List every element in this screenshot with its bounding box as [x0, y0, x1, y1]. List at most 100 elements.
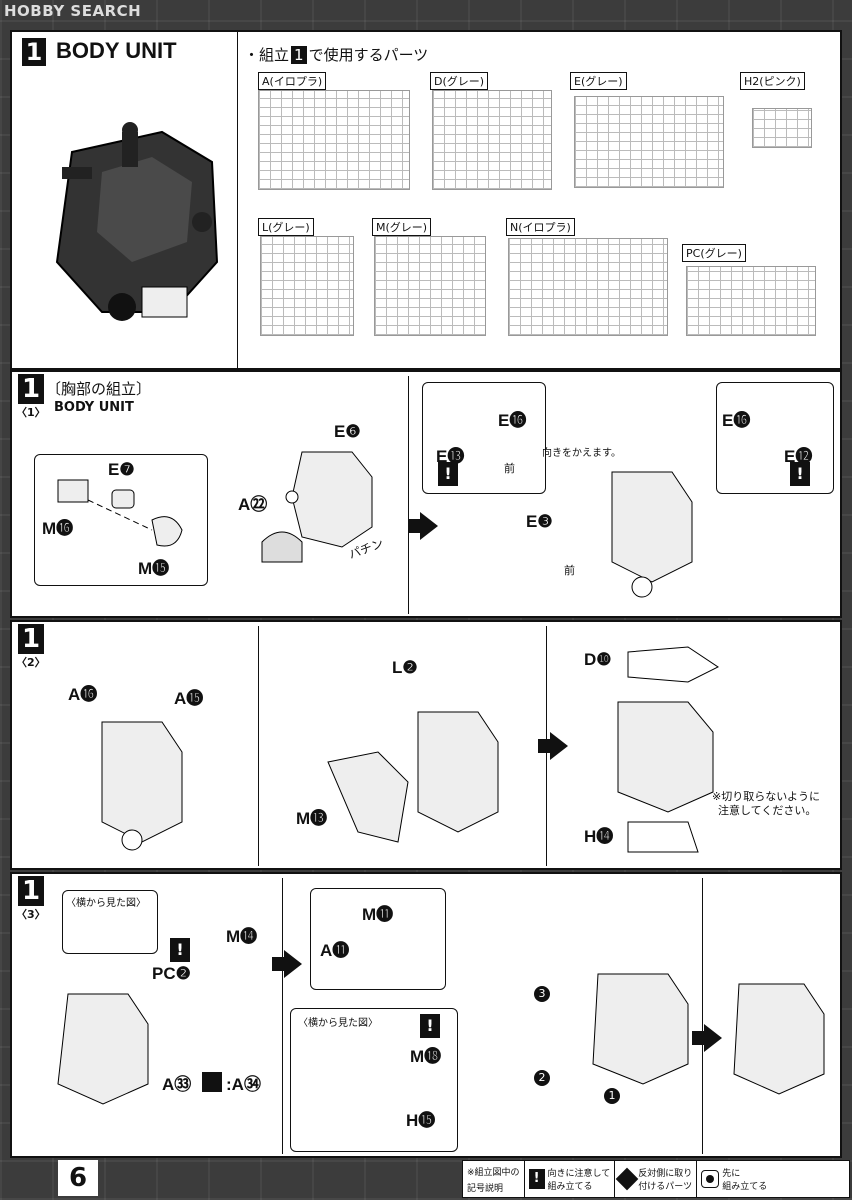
- mirror-icon: [615, 1167, 639, 1191]
- label-e3: E❸: [526, 512, 553, 531]
- section-number: 1: [22, 38, 46, 66]
- label-e16-right: E⓰: [722, 411, 751, 430]
- next-arrow: [272, 950, 302, 978]
- label-note1: ※切り取らないように: [712, 790, 820, 803]
- label-m11: M⓫: [362, 905, 394, 924]
- label-a11: A⓫: [320, 941, 350, 960]
- runner-l: [260, 236, 354, 336]
- runner-label-e: E(グレー): [570, 72, 627, 90]
- label-e13: E⓭: [436, 447, 465, 466]
- step-1-1-panel: 1 〈1〉 〔胸部の組立〕 BODY UNIT E❼ M⓰ M⓯ E❻ A㉒ パ…: [10, 370, 842, 618]
- sub-box-right: [716, 382, 834, 494]
- label-e6: E❻: [334, 422, 361, 441]
- parts-header-num: 1: [291, 46, 307, 64]
- runner-label-d: D(グレー): [430, 72, 489, 90]
- label-m18: M⓲: [410, 1047, 442, 1066]
- completed-chest-illustration: [733, 983, 825, 1095]
- step-subtitle: BODY UNIT: [54, 400, 134, 415]
- label-d10: D❿: [584, 650, 612, 669]
- substep-label: 〈1〉: [16, 406, 46, 419]
- label-m16: M⓰: [42, 519, 74, 538]
- step-divider: [282, 878, 283, 1154]
- step-order-3: 3: [534, 986, 550, 1002]
- label-front1: 前: [504, 462, 515, 475]
- label-m13: M⓭: [296, 809, 328, 828]
- runner-label-pc: PC(グレー): [682, 244, 746, 262]
- legend-item2-line2: 付けるパーツ: [638, 1182, 693, 1192]
- mirror-icon: [202, 1072, 222, 1092]
- legend-preassemble-text: 先に 組み立てる: [722, 1166, 767, 1192]
- runner-d: [432, 90, 552, 190]
- substep-label: 〈3〉: [16, 908, 46, 921]
- legend-item1-line2: 組み立てる: [547, 1182, 593, 1192]
- legend-item3-line2: 組み立てる: [722, 1182, 768, 1192]
- next-arrow: [538, 732, 568, 760]
- step-title: 〔胸部の組立〕: [46, 380, 152, 398]
- label-side-view: 〈横から見た図〉: [66, 898, 146, 909]
- next-arrow: [692, 1024, 722, 1052]
- label-h15: H⓯: [406, 1111, 436, 1130]
- warning-icon: !: [438, 462, 458, 486]
- warning-icon: !: [420, 1014, 440, 1038]
- warning-icon: !: [528, 1169, 545, 1189]
- symbol-legend: ※組立図中の 記号説明 ! 向きに注意して 組み立てる 反対側に取り 付けるパー…: [462, 1160, 850, 1198]
- label-front2: 前: [564, 564, 575, 577]
- step-1-3-panel: 1 〈3〉 〈横から見た図〉 M⓮ ! PC❷ A㉝ :A㉞ M⓫ A⓫ 〈横か…: [10, 872, 842, 1158]
- sub-assembly-box: [34, 454, 208, 586]
- sub-box-m11: [310, 888, 446, 990]
- label-l2: L❷: [392, 658, 418, 677]
- runner-a: [258, 90, 410, 190]
- section-title: BODY UNIT: [56, 38, 177, 63]
- legend-preassemble: 先に 組み立てる: [696, 1161, 771, 1197]
- header-divider: [237, 32, 238, 368]
- substep-label: 〈2〉: [16, 656, 46, 669]
- d10-h14-assembly-illustration: [617, 646, 719, 853]
- runner-label-a: A(イロプラ): [258, 72, 327, 90]
- runner-h2: [752, 108, 812, 148]
- parts-header-prefix: ・組立: [244, 46, 290, 64]
- side-view-box: [62, 890, 158, 954]
- step-number: 1: [18, 624, 44, 654]
- rotated-chest-illustration: [611, 471, 693, 598]
- label-turn: 向きをかえます。: [542, 448, 621, 459]
- step-1-2-panel: 1 〈2〉 A⓰ A⓯ L❷ M⓭ D❿ H⓮ ※切り取らないように 注意してく…: [10, 620, 842, 870]
- legend-orientation-text: 向きに注意して 組み立てる: [548, 1166, 611, 1192]
- step-order-1-badge: 1: [604, 1088, 620, 1104]
- runner-e: [574, 96, 724, 188]
- legend-item1-line1: 向きに注意して: [547, 1169, 611, 1179]
- step-order-2: 2: [534, 1070, 550, 1086]
- label-colon-a34: :A㉞: [226, 1075, 261, 1094]
- legend-title-line1: ※組立図中の: [467, 1167, 520, 1178]
- runner-label-l: L(グレー): [258, 218, 314, 236]
- runner-label-n: N(イロプラ): [506, 218, 575, 236]
- label-a22: A㉒: [238, 495, 268, 514]
- label-a16: A⓰: [68, 685, 98, 704]
- runner-m: [374, 236, 486, 336]
- body-unit-illustration: [55, 122, 219, 321]
- preassemble-icon: [701, 1170, 720, 1188]
- step-order-1: 1: [604, 1088, 620, 1104]
- m13-assembly-illustration: [327, 711, 499, 843]
- label-e12: E⓬: [784, 447, 813, 466]
- label-a15: A⓯: [174, 689, 204, 708]
- label-m15: M⓯: [138, 559, 170, 578]
- legend-title-line2: 記号説明: [467, 1183, 504, 1194]
- runner-label-m: M(グレー): [372, 218, 432, 236]
- legend-item2-line1: 反対側に取り: [638, 1169, 693, 1179]
- label-pc2: PC❷: [152, 964, 191, 983]
- step-order-2-badge: 2: [534, 1070, 550, 1086]
- step-divider: [702, 878, 703, 1154]
- legend-orientation: ! 向きに注意して 組み立てる: [523, 1161, 615, 1197]
- step-order-3-badge: 3: [534, 986, 550, 1002]
- watermark-logo: HOBBY SEARCH: [4, 2, 142, 20]
- legend-title: ※組立図中の 記号説明: [463, 1161, 524, 1197]
- warning-icon: !: [170, 938, 190, 962]
- next-arrow: [408, 512, 438, 540]
- page-number: 6: [58, 1160, 98, 1196]
- label-a33: A㉝: [162, 1075, 192, 1094]
- chest-assembly-illustration: [261, 451, 373, 563]
- runner-n: [508, 238, 668, 336]
- m16-part-illustration: [57, 479, 183, 547]
